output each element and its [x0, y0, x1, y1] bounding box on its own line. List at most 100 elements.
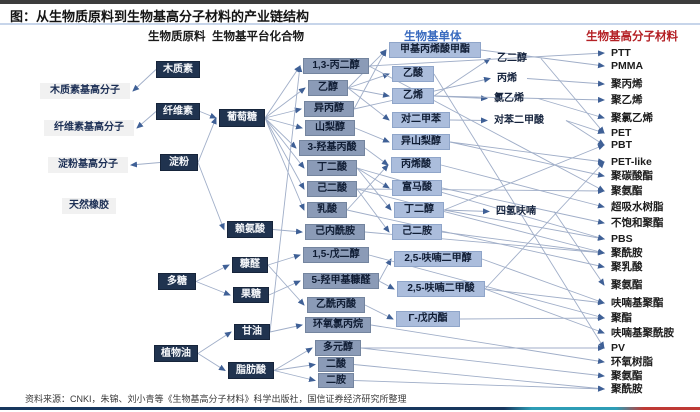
node-pu1: 聚氨酯 — [611, 184, 643, 197]
node-fructose: 果糖 — [233, 287, 269, 303]
node-propylene: 丙烯 — [497, 72, 517, 84]
link-succinic-fumaric — [356, 167, 390, 189]
link-starch-lysine — [197, 162, 225, 231]
column-header-monomer: 生物基单体 — [404, 31, 462, 43]
link-lysine-caprolactam — [272, 228, 303, 235]
node-glycerol: 甘油 — [234, 324, 270, 340]
link-propylene-pp — [526, 78, 605, 87]
node-succinic: 丁二酸 — [307, 160, 357, 176]
node-gvl: Γ-戊内酯 — [396, 311, 460, 327]
node-diamine: 二胺 — [318, 373, 354, 388]
link-fattyacid-diamine — [273, 370, 316, 382]
link-acrylic-sap — [440, 164, 605, 209]
title-divider — [0, 23, 700, 25]
link-fattyacid-diacid — [273, 362, 316, 371]
node-cellulose: 纤维素 — [156, 103, 200, 120]
link-adipic-pa1 — [356, 188, 605, 255]
node-levulinic: 乙酰丙酸 — [307, 297, 365, 313]
node-sap: 超吸水树脂 — [611, 200, 664, 213]
link-aceticacid-pv — [433, 73, 605, 349]
link-furfural-pentanediol — [267, 253, 301, 266]
node-lbl-cellulose: 纤维素基高分子 — [44, 120, 134, 136]
link-ethanol-aceticacid — [347, 73, 390, 89]
link-hpa-acrylic — [364, 147, 389, 166]
link-glucose-pdo — [264, 65, 301, 119]
column-header-raw: 生物质原料 — [148, 31, 206, 43]
column-header-polymer: 生物基高分子材料 — [586, 31, 678, 43]
link-ipa-mma — [353, 49, 387, 110]
link-polysac-fructose — [195, 281, 231, 296]
node-thf: 四氢呋喃 — [496, 205, 536, 217]
node-pvc: 聚氯乙烯 — [611, 111, 653, 124]
node-lbl-lignin: 木质素基高分子 — [40, 83, 130, 99]
node-fumaric: 富马酸 — [392, 180, 442, 196]
link-hmda-pa1 — [441, 231, 605, 256]
link-bdo-pbs — [443, 209, 605, 241]
link-voil-glycerol — [197, 331, 232, 354]
node-pta: 对苯二甲酸 — [494, 114, 544, 126]
node-adipic: 己二酸 — [307, 181, 357, 197]
link-bdo-thf — [443, 208, 490, 215]
link-px-pta — [449, 117, 488, 124]
link-isosorbide-pc — [449, 141, 605, 178]
node-isosorbide: 异山梨醇 — [392, 134, 450, 150]
link-bdo-pbt — [443, 144, 605, 211]
node-glucose: 葡萄糖 — [219, 109, 265, 127]
link-lactic-pla — [346, 209, 605, 269]
link-starch-glucose — [197, 117, 217, 163]
node-ethylene: 乙烯 — [392, 88, 434, 104]
node-pp: 聚丙烯 — [611, 77, 643, 90]
link-hmf-fdca — [378, 280, 395, 290]
link-pdo-ptt — [368, 50, 605, 67]
bottom-border — [0, 407, 700, 410]
node-pentanediol: 1,5-戊二醇 — [303, 247, 369, 263]
node-meg: 乙二醇 — [497, 52, 527, 64]
link-lactic-acrylic — [346, 164, 389, 211]
node-ethanol: 乙醇 — [308, 80, 348, 96]
node-ptt: PTT — [611, 46, 631, 59]
link-cellulose-lbl-cellulose — [136, 111, 157, 129]
link-starch-lbl-starch — [130, 161, 161, 168]
link-levulinic-gvl — [364, 304, 394, 320]
link-cellulose-glucose — [199, 111, 217, 119]
node-pet: PET — [611, 126, 632, 139]
link-fdca-petlike — [484, 161, 605, 290]
column-header-platform: 生物基平台化合物 — [212, 31, 304, 43]
link-sorbitol-isosorbide — [354, 127, 390, 143]
top-border — [0, 0, 700, 4]
node-pu3: 聚氨酯 — [611, 369, 643, 382]
node-ipa: 异丙醇 — [304, 101, 354, 117]
node-pa2: 聚酰胺 — [611, 382, 643, 395]
node-aceticacid: 乙酸 — [392, 66, 434, 82]
node-pu2: 聚氨酯 — [611, 278, 643, 291]
node-diacid: 二酸 — [318, 357, 354, 372]
node-pmma: PMMA — [611, 59, 644, 72]
node-lignin: 木质素 — [156, 61, 200, 78]
link-fdca-fpa — [484, 288, 605, 334]
node-voil: 植物油 — [154, 345, 198, 362]
node-epoxy: 环氧树脂 — [611, 355, 653, 368]
link-vcm-pvc — [537, 98, 605, 120]
link-polysac-furfural — [195, 264, 230, 282]
node-lactic: 乳酸 — [307, 202, 347, 218]
node-fdca: 2,5-呋喃二甲酸 — [397, 281, 485, 297]
node-sorbitol: 山梨醇 — [305, 120, 355, 136]
link-meg-pet — [540, 58, 605, 134]
link-glucose-lactic — [264, 117, 305, 211]
link-mma-pmma — [480, 49, 605, 69]
link-glucose-sorbitol — [264, 117, 303, 130]
node-vcm: 氯乙烯 — [494, 92, 524, 104]
node-pa1: 聚酰胺 — [611, 246, 643, 259]
node-pbs: PBS — [611, 232, 633, 245]
node-hmf: 5-羟甲基糠醛 — [303, 273, 379, 289]
link-gvl-pes — [459, 315, 605, 322]
link-glucose-ethanol — [264, 87, 306, 119]
node-polyol: 多元醇 — [315, 340, 361, 356]
link-fumaric-upr — [441, 187, 605, 225]
link-ethanol-ethylene — [347, 87, 390, 98]
node-hpa: 3-羟基丙酸 — [299, 140, 365, 156]
node-furfural: 糠醛 — [232, 257, 268, 273]
node-pbt: PBT — [611, 138, 632, 151]
